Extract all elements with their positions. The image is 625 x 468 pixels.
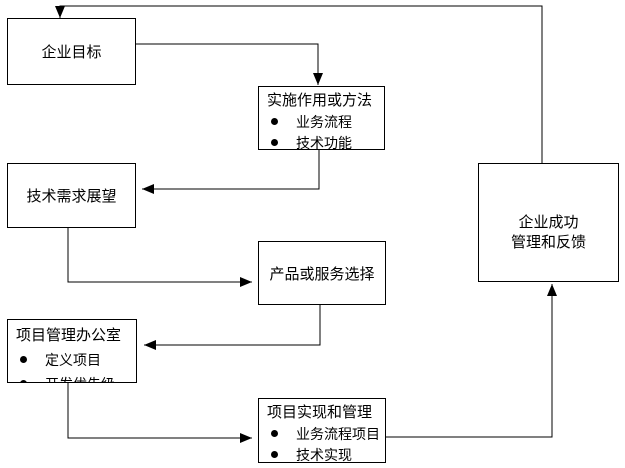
- box-enterprise-success-feedback-line2: 管理和反馈: [510, 232, 586, 251]
- list-item: 业务流程项目: [271, 426, 385, 443]
- box-enterprise-success-feedback: 企业成功 管理和反馈: [478, 163, 619, 282]
- list-item: 业务流程: [271, 114, 384, 131]
- list-item: 定义项目: [20, 352, 136, 369]
- box-implementation-methods-title: 实施作用或方法: [267, 91, 373, 109]
- bullet-label: 技术功能: [296, 135, 352, 150]
- box-tech-requirements-outlook: 技术需求展望: [7, 163, 136, 228]
- box-product-service-selection: 产品或服务选择: [258, 241, 386, 305]
- list-item: 技术实现: [271, 447, 385, 462]
- box-tech-requirements-outlook-label: 技术需求展望: [26, 187, 117, 205]
- arrow-product-to-pmo: [144, 305, 321, 350]
- box-enterprise-goals: 企业目标: [7, 18, 136, 85]
- arrow-success-to-goals: [55, 5, 543, 163]
- arrow-goals-to-methods: [136, 43, 323, 85]
- bullet-label: 定义项目: [45, 352, 101, 369]
- box-project-realization-management: 项目实现和管理 业务流程项目 技术实现: [258, 398, 386, 463]
- bullet-label: 业务流程项目: [296, 426, 380, 443]
- list-item: 开发优先级: [20, 374, 136, 383]
- arrow-pmo-to-implementation: [67, 383, 252, 443]
- bullet-label: 业务流程: [296, 114, 352, 131]
- box-enterprise-success-feedback-line1: 企业成功: [518, 212, 579, 231]
- bullet-dot-icon: [271, 451, 278, 458]
- bullet-dot-icon: [20, 380, 27, 382]
- bullet-dot-icon: [20, 356, 27, 363]
- bullet-label: 技术实现: [296, 447, 352, 463]
- bullet-dot-icon: [271, 118, 278, 125]
- box-project-management-office-title: 项目管理办公室: [16, 326, 122, 344]
- bullet-label: 开发优先级: [45, 374, 115, 383]
- box-enterprise-goals-label: 企业目标: [41, 43, 102, 61]
- bullet-dot-icon: [271, 430, 278, 437]
- box-product-service-selection-label: 产品或服务选择: [269, 264, 375, 283]
- list-item: 技术功能: [271, 135, 384, 150]
- arrow-implementation-to-success: [386, 284, 557, 438]
- box-implementation-methods: 实施作用或方法 业务流程 技术功能: [258, 86, 385, 150]
- arrow-tech-outlook-to-product: [67, 228, 252, 287]
- bullet-dot-icon: [271, 139, 278, 146]
- arrow-methods-to-tech-outlook: [142, 150, 320, 194]
- box-project-management-office: 项目管理办公室 定义项目 开发优先级: [7, 319, 137, 383]
- box-project-realization-management-title: 项目实现和管理: [267, 403, 373, 421]
